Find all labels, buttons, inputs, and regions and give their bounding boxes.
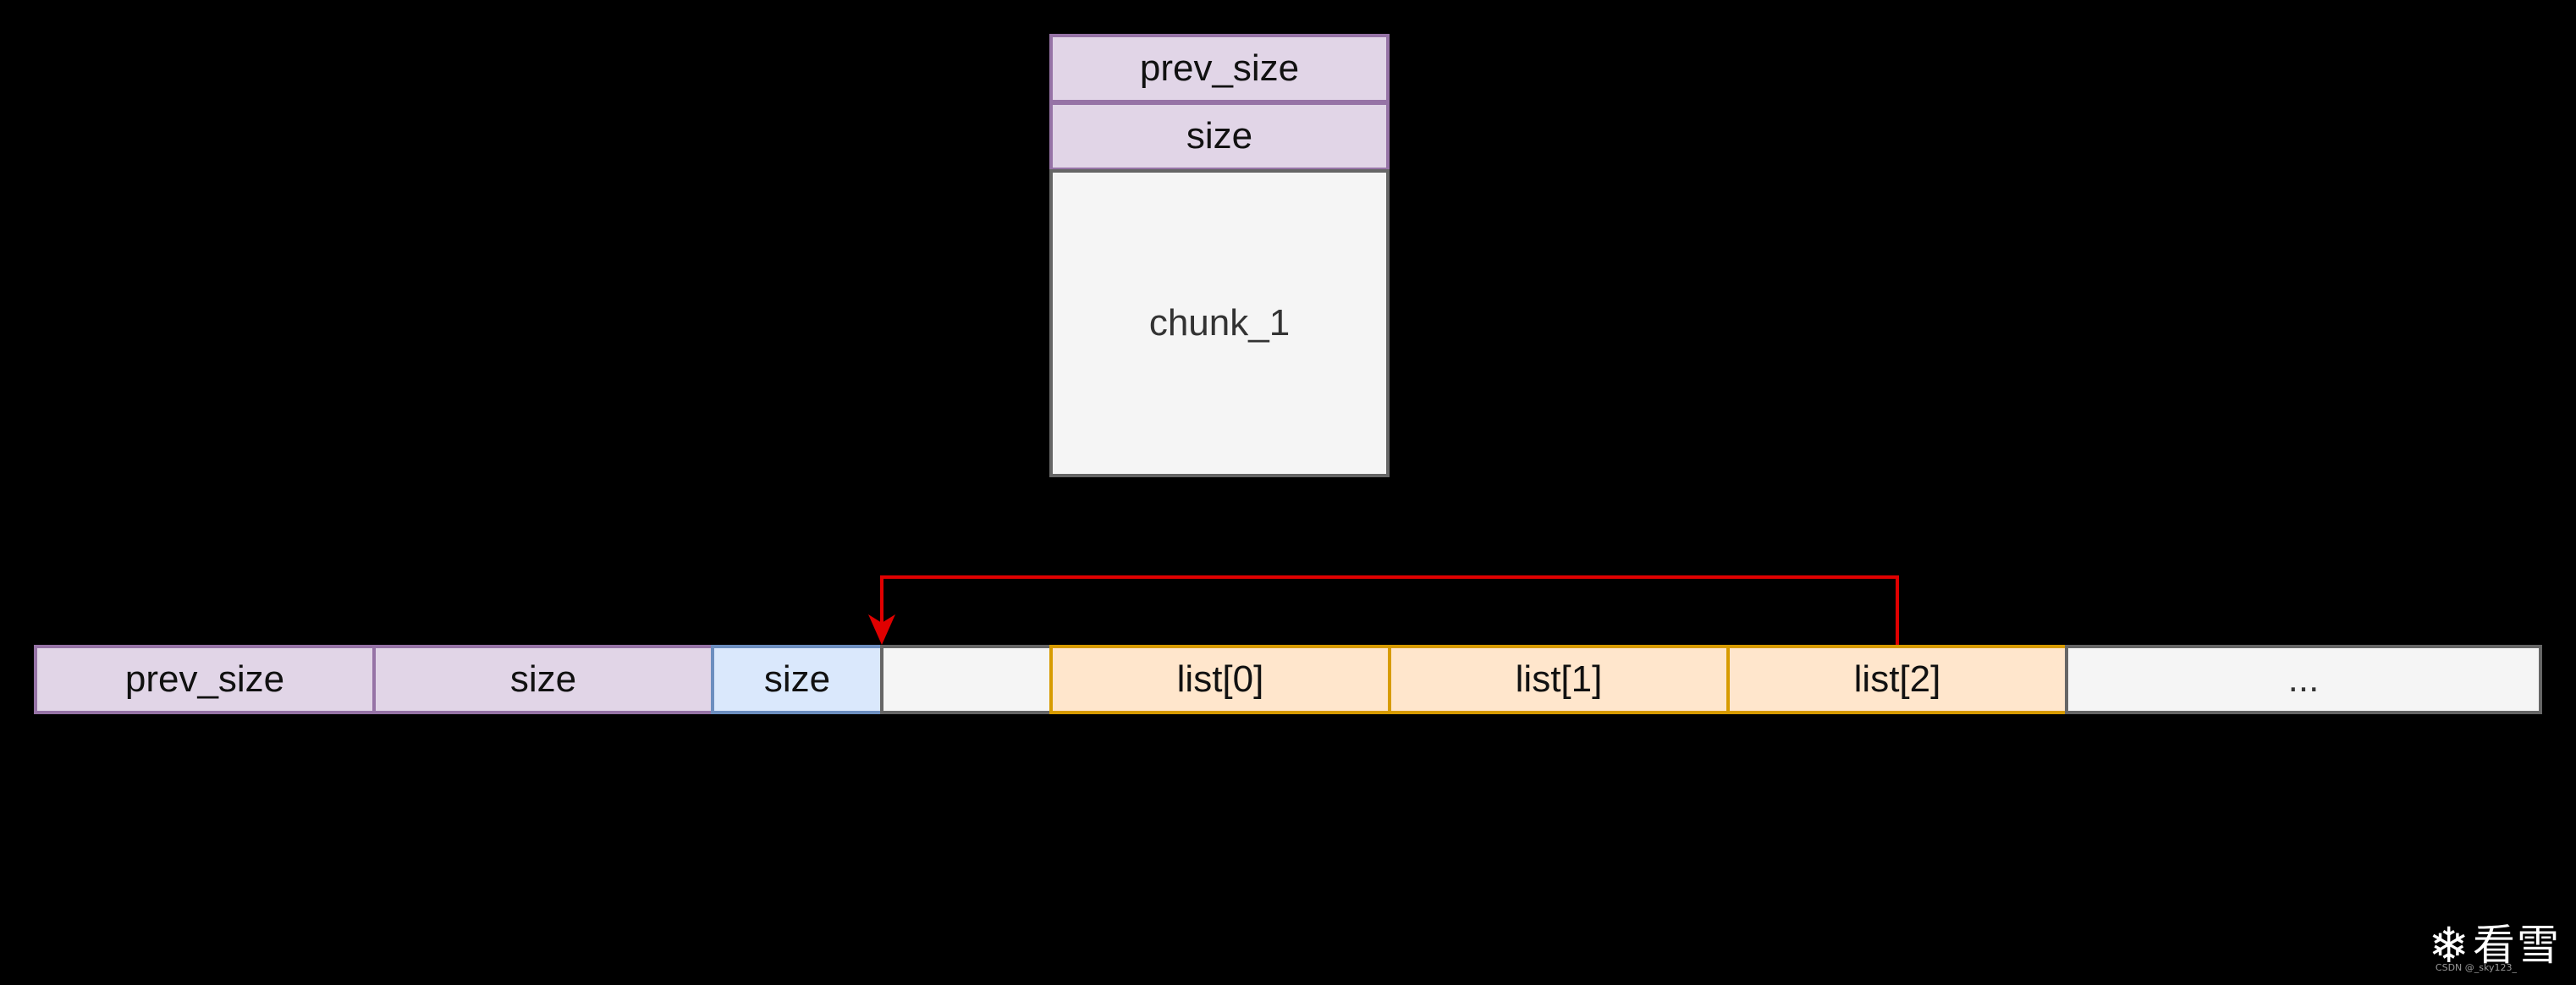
row-cell-ellipsis: ... <box>2065 645 2542 714</box>
row-cell-fake-size: size <box>711 645 883 714</box>
watermark-credit: CSDN @_sky123_ <box>2435 962 2517 973</box>
row-cell-prev-size: prev_size <box>34 645 376 714</box>
row-cell-list-1: list[1] <box>1388 645 1730 714</box>
top-chunk-size: size <box>1049 102 1390 171</box>
top-chunk-prev-size: prev_size <box>1049 34 1390 103</box>
row-cell-list-0: list[0] <box>1049 645 1391 714</box>
pointer-arrow-head <box>868 614 895 645</box>
row-cell-size: size <box>372 645 714 714</box>
top-chunk-body: chunk_1 <box>1049 169 1390 477</box>
row-cell-list-2: list[2] <box>1726 645 2068 714</box>
snowflake-icon: ❄ <box>2428 916 2469 974</box>
row-cell-empty <box>880 645 1053 714</box>
watermark-text: 看雪 <box>2473 921 2561 970</box>
watermark-logo: ❄ 看雪 <box>2428 921 2561 970</box>
pointer-arrow-line <box>880 575 1899 645</box>
